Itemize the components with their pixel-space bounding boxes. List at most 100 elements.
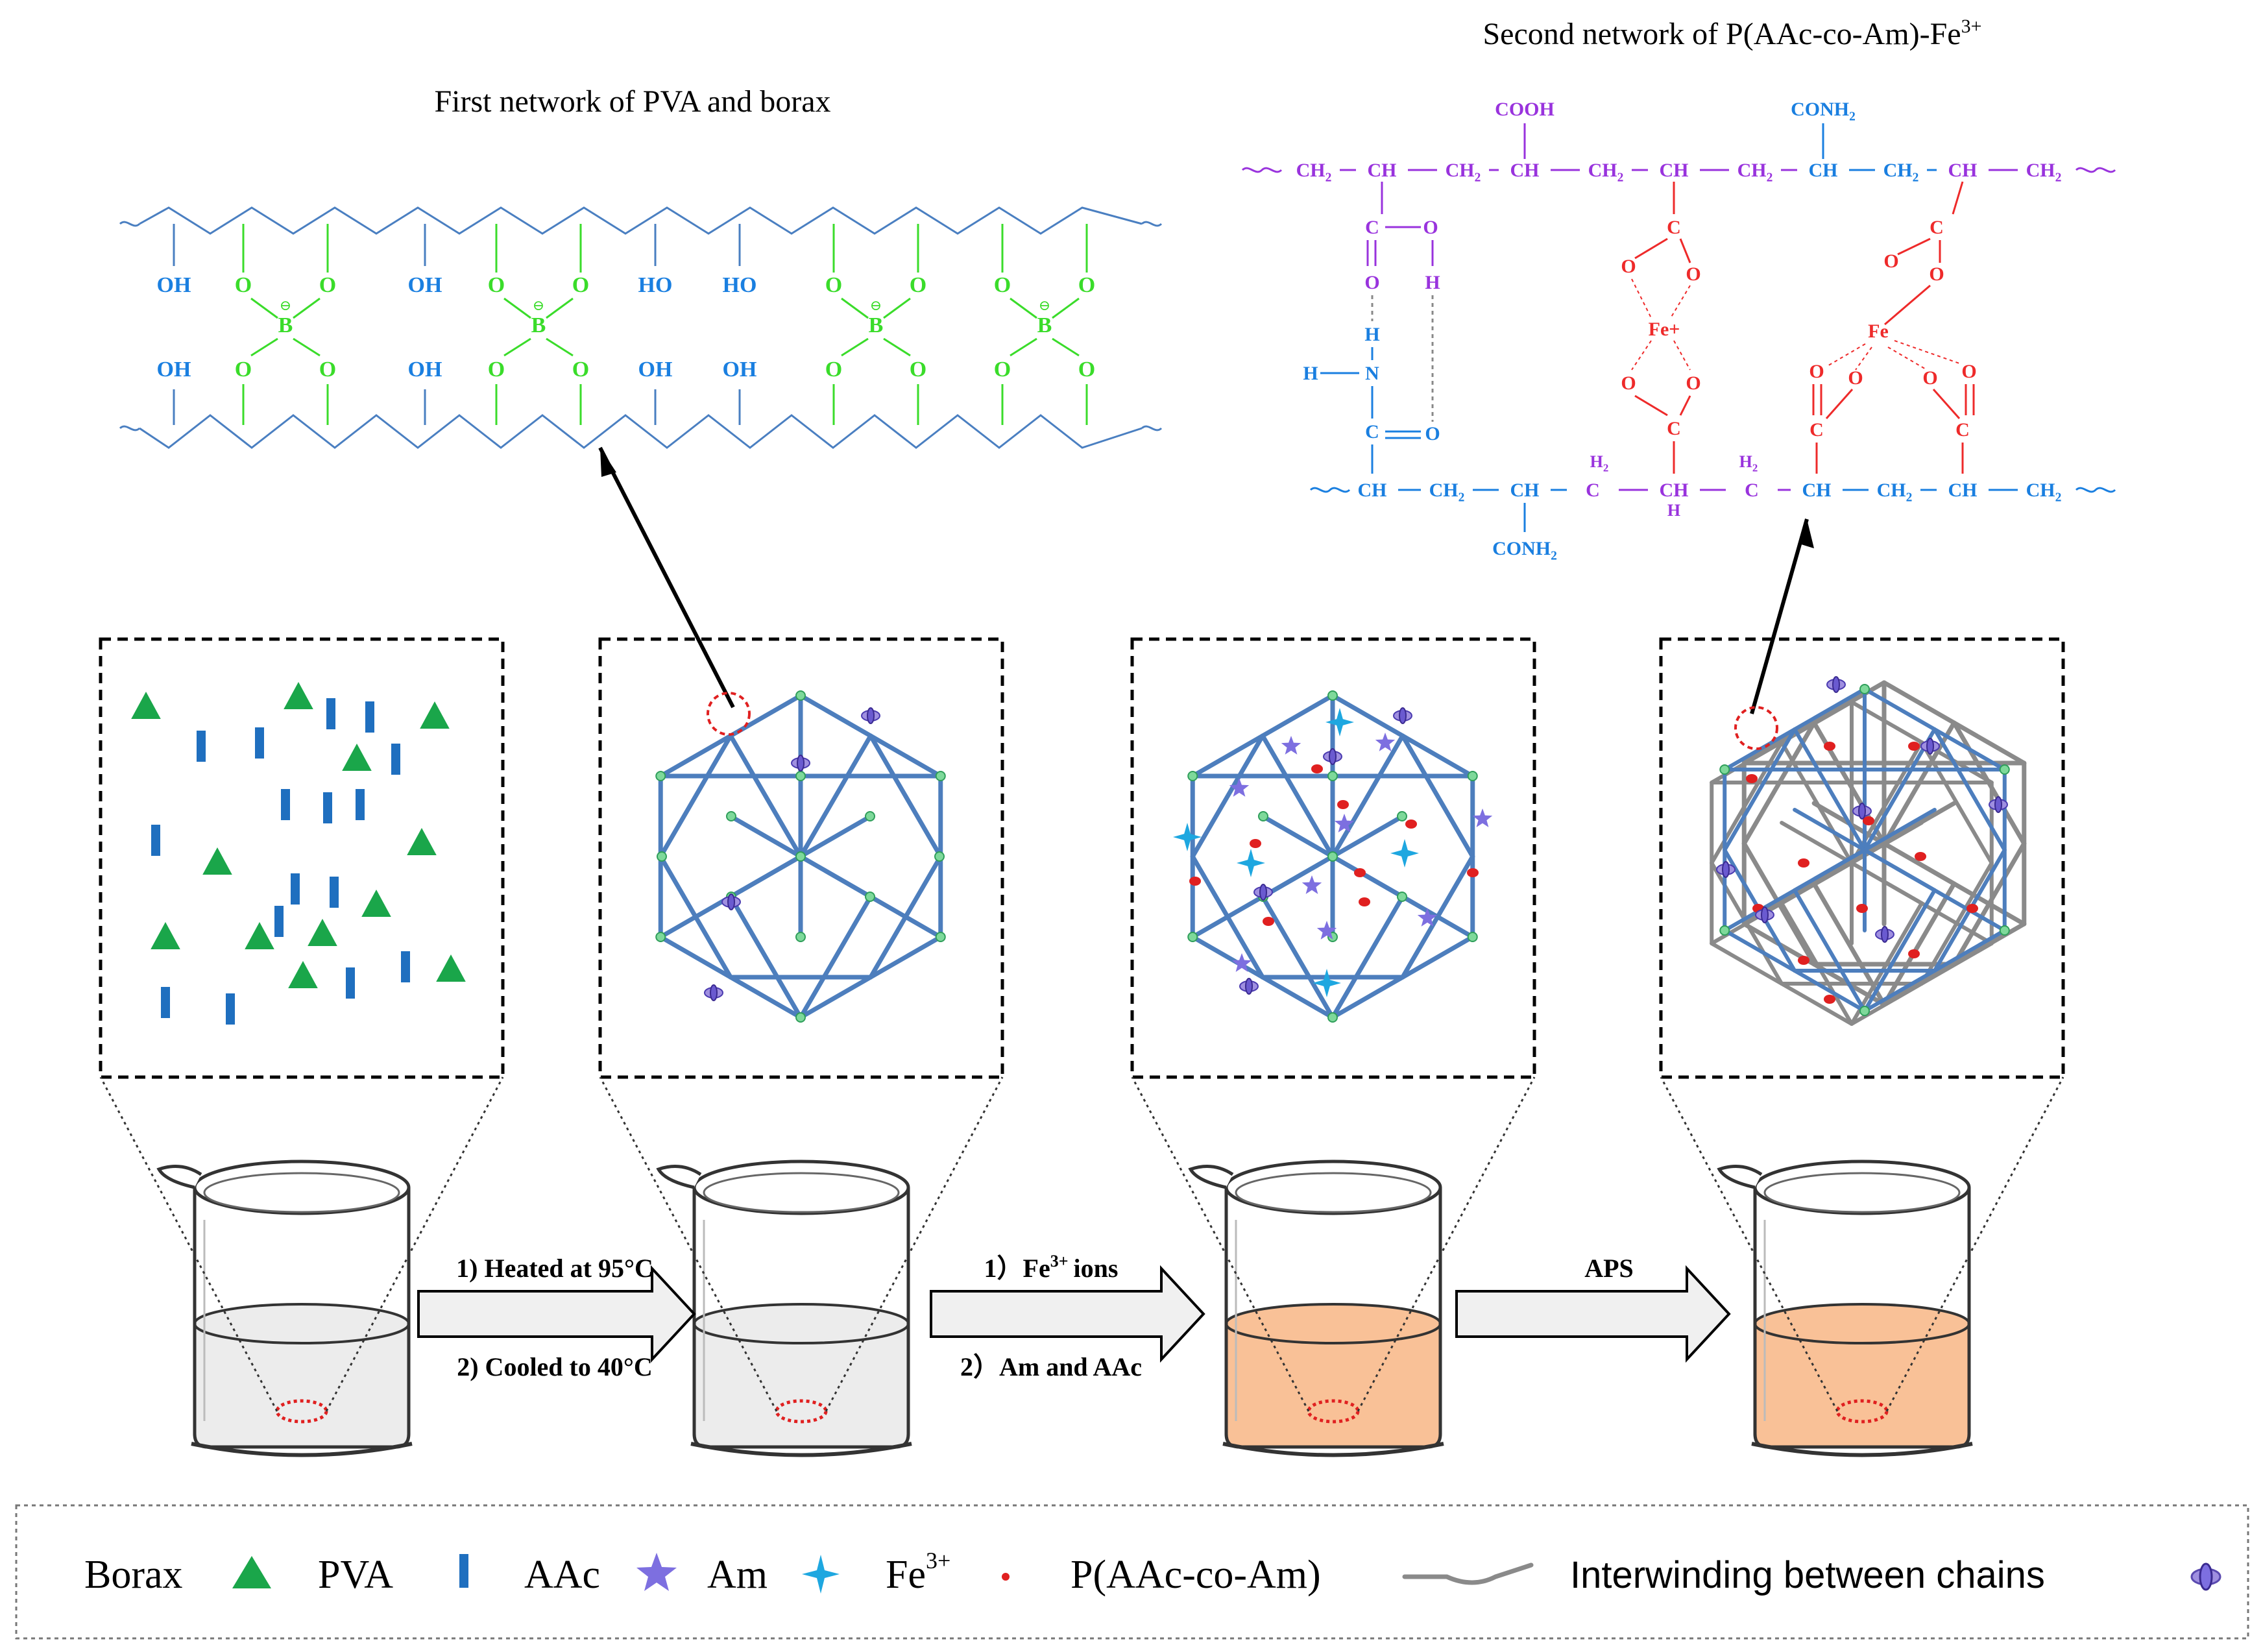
carbon-label: C xyxy=(1365,421,1379,443)
pointer-arrowhead-second-network xyxy=(1799,519,1814,548)
boron-label: B xyxy=(278,313,293,337)
borax-triangle xyxy=(436,954,466,982)
crosslink-node xyxy=(795,771,806,781)
cooh-label: COOH xyxy=(1495,99,1555,120)
iron-ion-label: Fe+ xyxy=(1649,319,1680,340)
crosslink-node xyxy=(1327,771,1338,781)
aac-star xyxy=(1229,778,1250,797)
crosslink-node xyxy=(795,932,806,942)
entanglement-node xyxy=(1881,926,1889,943)
pointer-arrow-second-network xyxy=(1750,518,1809,714)
fe-ion-dot xyxy=(1824,742,1835,751)
process-step-heat-label: 1) Heated at 95°C xyxy=(456,1254,653,1283)
legend-aac-star-icon xyxy=(636,1553,677,1591)
beaker-rim-inner xyxy=(1763,1172,1961,1213)
hydroxyl-top-label: OH xyxy=(157,273,191,297)
crosslink-node xyxy=(726,811,736,821)
pva-bar xyxy=(330,877,339,908)
crosslink-node xyxy=(1719,925,1730,936)
zoom-line xyxy=(1357,1076,1536,1412)
coordination-bond xyxy=(1894,340,1960,364)
top-chain-unit: CH xyxy=(1510,160,1540,181)
lattice-bond xyxy=(1260,894,1335,1020)
lattice-bond xyxy=(868,733,943,859)
first-network-title: First network of PVA and borax xyxy=(434,84,830,119)
fe-ion-dot xyxy=(1915,852,1926,861)
zoom-line xyxy=(99,1076,278,1412)
boron-label: B xyxy=(869,313,884,337)
oxygen-label: O xyxy=(1929,263,1944,285)
chelate-bond xyxy=(1825,389,1854,419)
conh2-bottom-label: CONH2 xyxy=(1492,538,1557,563)
beaker-rim-inner xyxy=(703,1172,900,1213)
entanglement-node xyxy=(1722,861,1730,878)
carbon-label: C xyxy=(1667,418,1681,439)
carbon-label: C xyxy=(1930,217,1944,238)
beaker-base xyxy=(690,1442,912,1457)
fe-ion-dot xyxy=(1908,949,1920,958)
highlight-circle xyxy=(707,692,751,736)
legend-frame xyxy=(15,1504,2249,1640)
beaker-liquid xyxy=(694,1324,908,1447)
pva-bar xyxy=(326,698,335,729)
fe-ion-dot xyxy=(1798,858,1809,868)
pva-bar xyxy=(291,873,300,905)
beaker-spout xyxy=(656,1165,702,1189)
entanglement-node xyxy=(867,707,875,724)
borate-bond xyxy=(546,337,574,357)
borax-triangle xyxy=(151,922,180,949)
lattice-bond xyxy=(1190,854,1265,980)
borate-oxygen-label: O xyxy=(572,358,589,382)
pva-bar xyxy=(197,731,206,762)
legend-am-label: Am xyxy=(707,1553,768,1597)
hydroxyl-bottom-label: OH xyxy=(157,358,191,382)
borax-triangle xyxy=(420,701,450,729)
oxygen-label: O xyxy=(1621,372,1636,394)
crosslink-node xyxy=(795,1012,806,1023)
am-sparkle xyxy=(1313,969,1341,997)
borax-triangle xyxy=(361,890,391,917)
borate-bond xyxy=(546,297,574,319)
pointer-arrowhead-first-network xyxy=(600,448,616,477)
hydroxyl-bottom-label: OH xyxy=(408,358,442,382)
pva-bar xyxy=(281,789,290,820)
crosslink-node xyxy=(1719,764,1730,775)
hydroxyl-bottom-label: OH xyxy=(723,358,757,382)
bottom-chain-unit: CH xyxy=(1510,480,1540,501)
borax-triangle xyxy=(202,847,232,875)
top-chain-unit: CH2 xyxy=(1883,160,1919,185)
top-chain-unit: CH2 xyxy=(1737,160,1773,185)
borate-oxygen-label: O xyxy=(825,273,842,297)
entanglement-node xyxy=(1858,803,1866,820)
beaker-wall xyxy=(692,1187,910,1449)
boron-charge-label: ⊖ xyxy=(870,297,882,313)
beaker-liquid xyxy=(1226,1324,1440,1447)
borate-bond xyxy=(503,297,531,319)
legend-am-sparkle-icon xyxy=(802,1555,840,1594)
top-chain-unit: CH xyxy=(1368,160,1397,181)
crosslink-node xyxy=(1187,771,1198,781)
pva-bar xyxy=(274,906,284,937)
pva-bar xyxy=(151,825,160,856)
crosslink-node xyxy=(657,851,667,862)
borate-bond xyxy=(250,337,278,357)
legend-fe-dot-icon xyxy=(1002,1573,1010,1581)
borate-oxygen-label: O xyxy=(994,358,1011,382)
crosslink-node xyxy=(1859,1006,1870,1016)
crosslink-node xyxy=(1327,851,1338,862)
hydrogen-label: H xyxy=(1425,272,1440,293)
pva-bar xyxy=(226,993,235,1025)
lattice-bond xyxy=(728,733,803,859)
chelate-bond xyxy=(1679,238,1691,263)
top-chain-unit: CH xyxy=(1948,160,1978,181)
coordination-bond xyxy=(1673,340,1691,370)
hydrogen-label: H xyxy=(1303,363,1318,384)
process-arrow-aps: APS xyxy=(1455,1254,1731,1363)
aac-star xyxy=(1316,921,1337,940)
aac-star xyxy=(1334,814,1355,832)
legend-aac-label: AAc xyxy=(524,1553,600,1597)
aac-star xyxy=(1231,953,1252,972)
lattice-bond xyxy=(1932,727,2007,852)
legend-interwinding-label: Interwinding between chains xyxy=(1570,1554,2045,1596)
oxygen-label: O xyxy=(1686,372,1700,394)
